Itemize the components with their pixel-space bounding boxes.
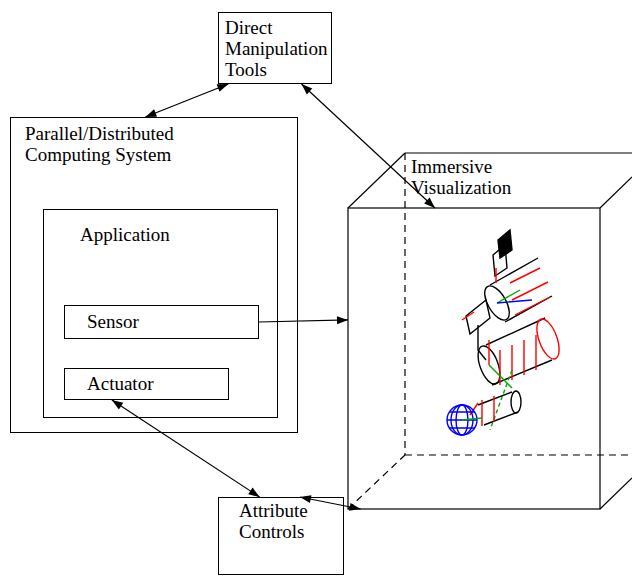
arrow-head [217,84,229,92]
connector-arrow [145,84,228,117]
tool-box: Direct Manipulation Tools [218,12,332,84]
arrow-head [112,400,123,409]
node-label: Actuator [87,373,206,394]
arrow-head [145,109,157,117]
node-label: Attribute Controls [239,500,323,542]
arrow-head [424,198,435,208]
connector-line [112,400,260,497]
connector-line [145,84,228,117]
arrow-head [302,84,313,94]
node-label: Direct Manipulation Tools [225,17,325,80]
connector-arrow [259,316,348,324]
node-label: Immersive Visualization [411,156,561,198]
sensor-box: Sensor [64,305,259,339]
connector-line [259,320,348,322]
node-label: Parallel/Distributed Computing System [25,123,235,165]
arrow-head [349,503,361,511]
actuator-box: Actuator [64,368,229,400]
connector-arrow [112,400,260,497]
arrow-head [248,488,259,497]
visualization-cube: Immersive Visualization [348,208,600,509]
arrow-head [337,316,348,324]
node-label: Sensor [87,311,236,332]
system-box: Parallel/Distributed Computing SystemApp… [10,117,298,433]
application-box: ApplicationSensorActuator [43,209,278,418]
node-label: Application [80,224,240,245]
control-box: Attribute Controls [218,497,344,575]
